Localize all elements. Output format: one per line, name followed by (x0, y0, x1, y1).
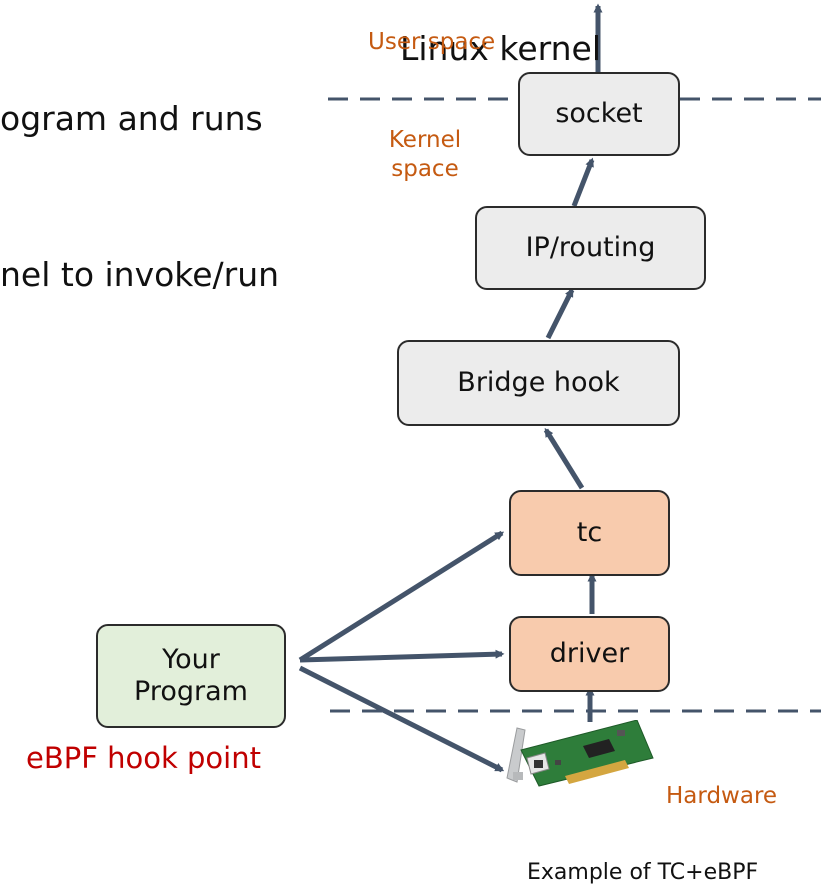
bridge-hook-label: Bridge hook (457, 366, 620, 398)
arrow-program-to-driver (299, 649, 505, 663)
driver-node: driver (509, 616, 670, 692)
bridge-hook-node: Bridge hook (397, 340, 680, 426)
socket-label: socket (555, 97, 643, 129)
arrow-tc-to-bridge (543, 427, 585, 490)
your-program-line1: Your (162, 643, 220, 675)
your-program-line2: Program (134, 676, 248, 707)
tc-label: tc (576, 516, 603, 548)
hardware-label: Hardware (666, 783, 778, 809)
ip-routing-label: IP/routing (525, 231, 656, 263)
driver-label: driver (549, 637, 630, 669)
slide-text-line-invoke-run: nel to invoke/run (0, 255, 280, 294)
diagram-caption: Example of TC+eBPF (527, 860, 759, 885)
user-space-label: User space (368, 29, 496, 55)
ip-routing-node: IP/routing (475, 206, 706, 290)
kernel-space-label: Kernel space (388, 127, 462, 182)
arrow-program-to-nic (298, 665, 505, 773)
slide-text-line-program-runs: ogram and runs (0, 99, 263, 138)
arrow-program-to-tc (298, 530, 505, 663)
arrow-ip-to-socket (571, 157, 595, 207)
your-program-node: Your Program (96, 624, 286, 728)
arrow-bridge-to-ip (545, 287, 575, 340)
linux-kernel-heading: Linux kernel (400, 29, 602, 68)
network-card-image (506, 720, 654, 787)
tc-node: tc (509, 490, 670, 576)
ebpf-hook-point-label: eBPF hook point (26, 741, 261, 775)
socket-node: socket (518, 72, 680, 156)
